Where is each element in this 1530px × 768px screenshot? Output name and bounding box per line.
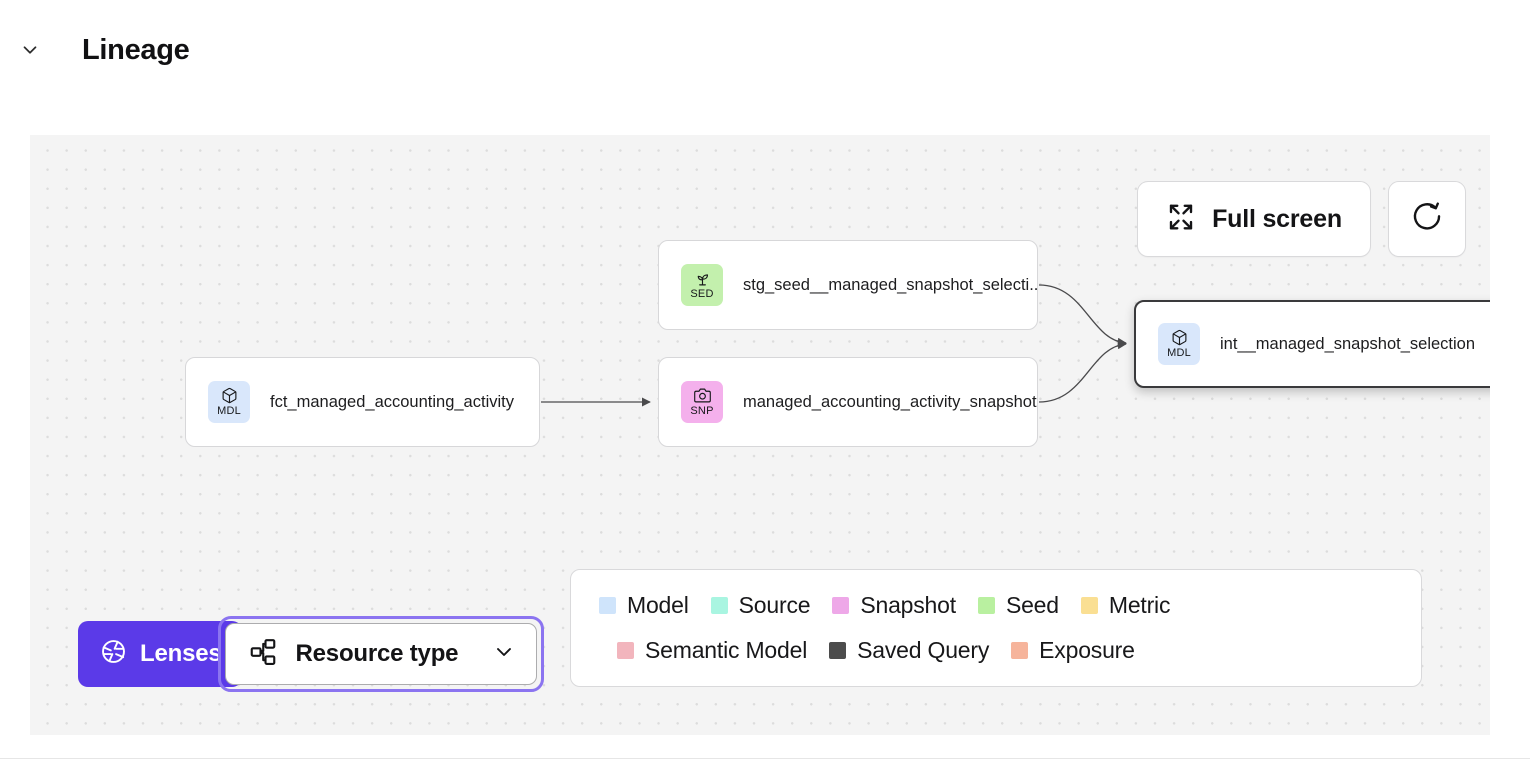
legend-swatch-metric — [1080, 597, 1098, 614]
legend-row-2: Semantic Model Saved Query Exposure — [599, 637, 1393, 664]
resource-type-focus-ring: Resource type — [217, 616, 544, 692]
lineage-section-header: Lineage — [0, 18, 1490, 82]
legend-item-model: Model — [599, 592, 689, 619]
legend-swatch-snapshot — [832, 597, 850, 614]
cube-icon — [1171, 329, 1188, 346]
legend-swatch-semantic-model — [617, 642, 634, 659]
node-type-code: SNP — [690, 405, 714, 417]
aperture-icon — [100, 638, 127, 670]
legend-swatch-source — [710, 597, 728, 614]
legend-item-snapshot: Snapshot — [832, 592, 956, 619]
camera-icon — [693, 387, 711, 404]
edge-seed-to-int — [1038, 284, 1127, 347]
resource-type-label: Resource type — [295, 640, 459, 667]
legend-label: Model — [627, 592, 689, 618]
lineage-canvas[interactable]: MDL fct_managed_accounting_activity SED … — [30, 135, 1490, 735]
node-type-badge-mdl: MDL — [1158, 323, 1200, 365]
node-label: managed_accounting_activity_snapshot — [743, 392, 1037, 411]
legend-item-exposure: Exposure — [1011, 637, 1135, 664]
chevron-down-icon[interactable] — [492, 640, 516, 669]
node-type-badge-sed: SED — [681, 264, 723, 306]
legend-item-metric: Metric — [1080, 592, 1171, 619]
page-bottom-divider — [0, 758, 1530, 759]
legend-label: Seed — [1005, 592, 1059, 618]
lineage-controls: Lenses Resource type — [78, 616, 544, 692]
legend-label: Source — [738, 592, 811, 618]
legend-item-saved-query: Saved Query — [829, 637, 989, 664]
legend-row-1: Model Source Snapshot Seed Metric — [599, 592, 1393, 619]
lineage-legend: Model Source Snapshot Seed Metric — [570, 569, 1422, 687]
node-label: fct_managed_accounting_activity — [270, 392, 514, 411]
legend-label: Semantic Model — [645, 637, 808, 663]
lineage-node-stg-seed-managed-snapshot-selection[interactable]: SED stg_seed__managed_snapshot_selecti..… — [658, 240, 1038, 330]
sprout-icon — [694, 270, 711, 287]
cube-icon — [221, 387, 238, 404]
edge-snapshot-to-int — [1038, 340, 1127, 403]
expand-icon — [1166, 202, 1196, 237]
node-type-code: MDL — [1167, 347, 1191, 359]
legend-swatch-exposure — [1011, 642, 1029, 659]
legend-label: Exposure — [1039, 637, 1135, 663]
chevron-down-icon[interactable] — [0, 18, 60, 82]
full-screen-button[interactable]: Full screen — [1137, 181, 1371, 257]
node-type-code: SED — [690, 288, 714, 300]
refresh-button[interactable] — [1388, 181, 1466, 257]
hierarchy-icon — [248, 637, 278, 672]
lineage-node-managed-accounting-activity-snapshot[interactable]: SNP managed_accounting_activity_snapshot — [658, 357, 1038, 447]
legend-label: Saved Query — [857, 637, 990, 663]
node-type-badge-snp: SNP — [681, 381, 723, 423]
legend-swatch-seed — [977, 597, 995, 614]
legend-swatch-model — [599, 597, 616, 614]
page-title: Lineage — [82, 33, 190, 66]
legend-item-seed: Seed — [977, 592, 1059, 619]
canvas-toolbar: Full screen — [1137, 181, 1466, 257]
lineage-node-fct-managed-accounting-activity[interactable]: MDL fct_managed_accounting_activity — [185, 357, 540, 447]
node-label: int__managed_snapshot_selection — [1220, 334, 1476, 353]
legend-item-source: Source — [710, 592, 811, 619]
resource-type-dropdown[interactable]: Resource type — [224, 623, 537, 685]
full-screen-label: Full screen — [1212, 204, 1342, 233]
refresh-icon — [1410, 200, 1444, 239]
legend-label: Metric — [1108, 592, 1171, 618]
lenses-label: Lenses — [140, 640, 222, 667]
legend-item-semantic-model: Semantic Model — [617, 637, 807, 664]
legend-label: Snapshot — [860, 592, 956, 618]
legend-swatch-saved-query — [829, 642, 847, 659]
lenses-button[interactable]: Lenses — [78, 621, 242, 687]
node-type-code: MDL — [217, 405, 241, 417]
node-type-badge-mdl: MDL — [208, 381, 250, 423]
lineage-node-int-managed-snapshot-selection[interactable]: MDL int__managed_snapshot_selection — [1134, 300, 1490, 388]
node-label: stg_seed__managed_snapshot_selecti... — [743, 275, 1037, 294]
